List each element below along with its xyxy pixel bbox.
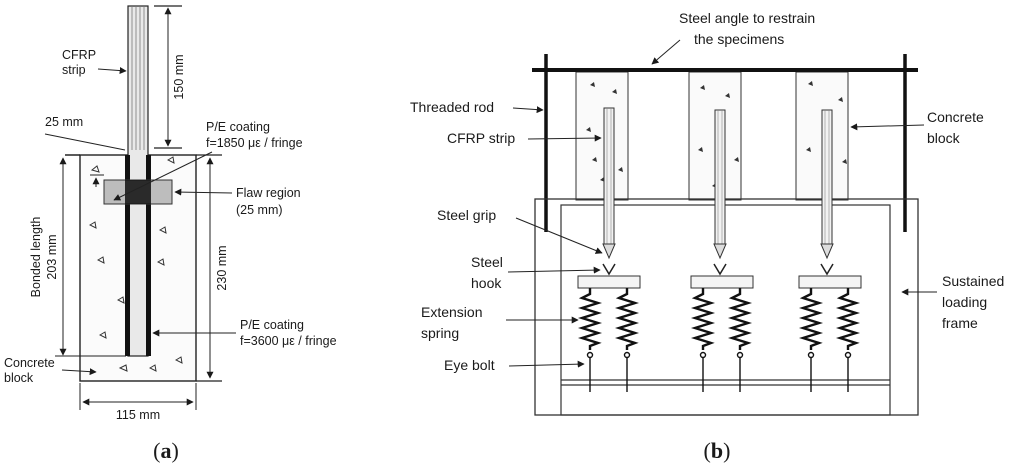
steel-hook-1 xyxy=(602,263,616,276)
aggregate-marks-a xyxy=(88,156,183,372)
flaw-label-line1: Flaw region xyxy=(236,186,301,200)
dim-25-label: 25 mm xyxy=(45,115,83,129)
steel-angle-line2: the specimens xyxy=(694,31,784,47)
concrete-label-a-line2: block xyxy=(4,371,34,385)
cfrp-strip-hatching xyxy=(131,6,145,150)
threaded-rod-label: Threaded rod xyxy=(410,99,494,115)
load-plates xyxy=(577,275,862,289)
coating-bot-line2: f=3600 με / fringe xyxy=(240,334,337,348)
steel-hook-line1: Steel xyxy=(471,254,503,270)
concrete-b-line2: block xyxy=(927,130,961,146)
concrete-blocks-b xyxy=(575,71,849,201)
sustained-line1: Sustained xyxy=(942,273,1004,289)
specimen-3 xyxy=(820,109,834,276)
steel-angle-line1: Steel angle to restrain xyxy=(679,10,815,26)
loading-frame-outer xyxy=(534,198,919,416)
cfrp-strip-b-3 xyxy=(821,109,833,245)
bonded-length-line1: Bonded length xyxy=(29,217,43,298)
coating-bar-left xyxy=(125,155,130,356)
concrete-label-a-line1: Concrete xyxy=(4,356,55,370)
steel-hook-2 xyxy=(713,263,727,276)
concrete-b-line1: Concrete xyxy=(927,109,984,125)
dim-150-label: 150 mm xyxy=(172,54,186,99)
flaw-label-line2: (25 mm) xyxy=(236,203,283,217)
coating-top-line1: P/E coating xyxy=(206,120,270,134)
cfrp-strip-b-label: CFRP strip xyxy=(447,130,515,146)
steel-grip-3 xyxy=(820,243,834,260)
extension-line2: spring xyxy=(421,325,459,341)
specimen-2 xyxy=(713,109,727,276)
cfrp-label-line2: strip xyxy=(62,63,86,77)
dim-230-label: 230 mm xyxy=(215,245,229,290)
cfrp-strip-b-1 xyxy=(603,107,615,245)
caption-b: (b) xyxy=(704,438,731,463)
panel-b: Steel angle to restrain the specimens xyxy=(410,10,1004,463)
eye-bolt-label: Eye bolt xyxy=(444,357,495,373)
sustained-line2: loading xyxy=(942,294,987,310)
bonded-length-line2: 203 mm xyxy=(45,234,59,279)
specimen-1 xyxy=(602,107,616,276)
steel-grip-label: Steel grip xyxy=(437,207,496,223)
caption-a: (a) xyxy=(153,438,179,463)
steel-hook-line2: hook xyxy=(471,275,502,291)
steel-grip-2 xyxy=(713,243,727,260)
coating-bot-line1: P/E coating xyxy=(240,318,304,332)
steel-hook-3 xyxy=(820,263,834,276)
cfrp-label-line1: CFRP xyxy=(62,48,96,62)
coating-bar-right xyxy=(146,155,151,356)
steel-grip-1 xyxy=(602,243,616,260)
dim-115-label: 115 mm xyxy=(116,408,160,422)
panel-a: 150 mm CFRP strip 25 mm P/E coating f=18… xyxy=(4,5,337,463)
coating-top-line2: f=1850 με / fringe xyxy=(206,136,303,150)
extension-line1: Extension xyxy=(421,304,482,320)
eye-bolts xyxy=(586,351,852,392)
extension-springs xyxy=(577,288,861,350)
cfrp-strip-b-2 xyxy=(714,109,726,245)
sustained-line3: frame xyxy=(942,315,978,331)
